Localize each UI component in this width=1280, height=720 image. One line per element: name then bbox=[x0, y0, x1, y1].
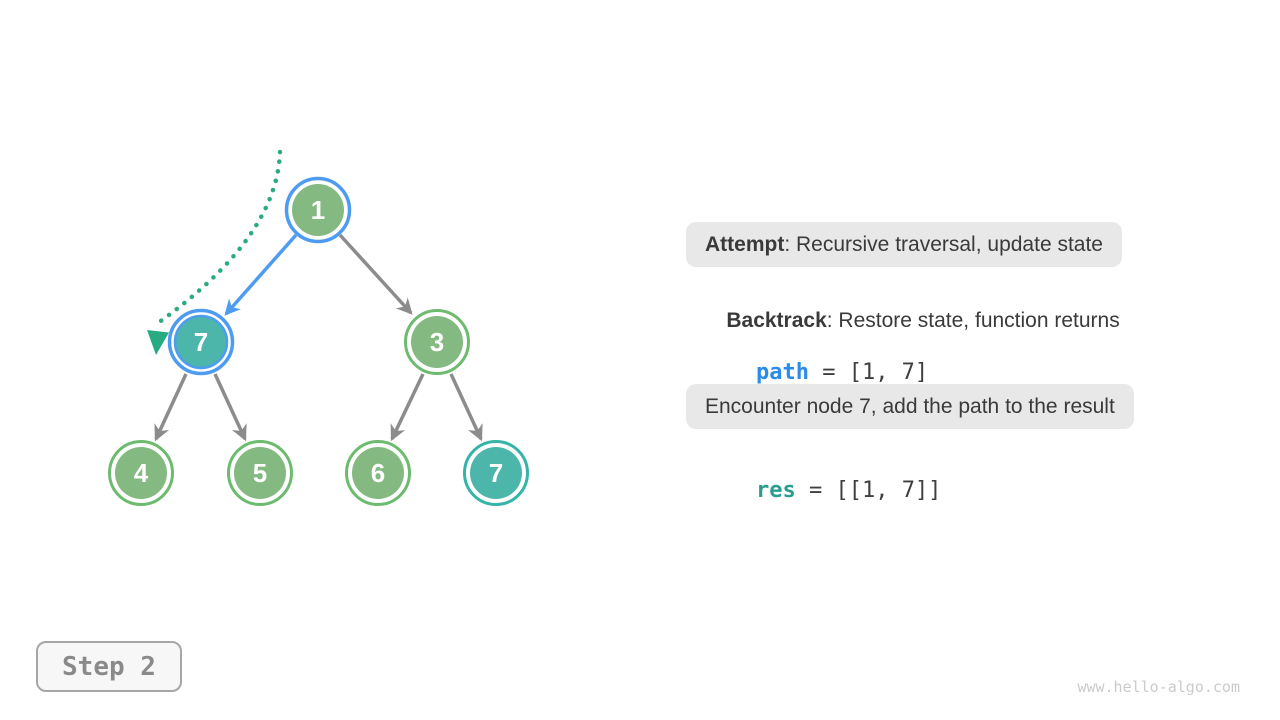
edge-7-5 bbox=[213, 373, 247, 442]
node-3-label: 3 bbox=[430, 327, 444, 357]
tree-node-3: 3 bbox=[404, 309, 470, 375]
node-7-result-label: 7 bbox=[489, 458, 503, 488]
backtrack-dotted-arrow bbox=[155, 149, 283, 326]
tree-node-1: 1 bbox=[284, 176, 352, 244]
attempt-label: Attempt bbox=[705, 232, 785, 256]
path-var-value: = [1, 7] bbox=[808, 360, 929, 385]
node-6-label: 6 bbox=[371, 458, 385, 488]
watermark: www.hello-algo.com bbox=[1077, 678, 1240, 696]
step-badge-label: Step 2 bbox=[62, 651, 156, 682]
node-7-current-label: 7 bbox=[194, 327, 208, 357]
backtrack-text: : Restore state, function returns bbox=[826, 309, 1120, 332]
tree-node-6: 6 bbox=[345, 440, 411, 506]
res-var-name: res bbox=[755, 478, 796, 503]
edge-7-4 bbox=[154, 373, 188, 442]
encounter-text: Encounter node 7, add the path to the re… bbox=[705, 394, 1115, 418]
attempt-text: : Recursive traversal, update state bbox=[784, 232, 1103, 256]
backtrack-line: Backtrack: Restore state, function retur… bbox=[703, 283, 1120, 358]
edge-1-7-active bbox=[224, 233, 298, 316]
tree-node-5: 5 bbox=[227, 440, 293, 506]
attempt-note: Attempt: Recursive traversal, update sta… bbox=[686, 222, 1122, 267]
res-state-line: res = [[1, 7]] bbox=[703, 449, 941, 533]
backtrack-arrowhead-icon bbox=[147, 330, 169, 355]
node-4-label: 4 bbox=[134, 458, 149, 488]
backtrack-label: Backtrack bbox=[726, 309, 827, 332]
node-1-label: 1 bbox=[311, 195, 325, 225]
tree-node-4: 4 bbox=[108, 440, 174, 506]
tree-node-7-current: 7 bbox=[167, 308, 235, 376]
edge-3-6 bbox=[390, 373, 425, 442]
path-var-name: path bbox=[755, 360, 809, 385]
node-5-label: 5 bbox=[253, 458, 267, 488]
edge-3-7 bbox=[449, 373, 483, 442]
step-badge: Step 2 bbox=[36, 641, 182, 692]
encounter-note: Encounter node 7, add the path to the re… bbox=[686, 384, 1134, 429]
edge-1-3 bbox=[338, 233, 413, 315]
path-state-line: path = [1, 7] bbox=[703, 331, 928, 415]
tree-node-7-result: 7 bbox=[463, 440, 529, 506]
res-var-value: = [[1, 7]] bbox=[795, 478, 942, 503]
